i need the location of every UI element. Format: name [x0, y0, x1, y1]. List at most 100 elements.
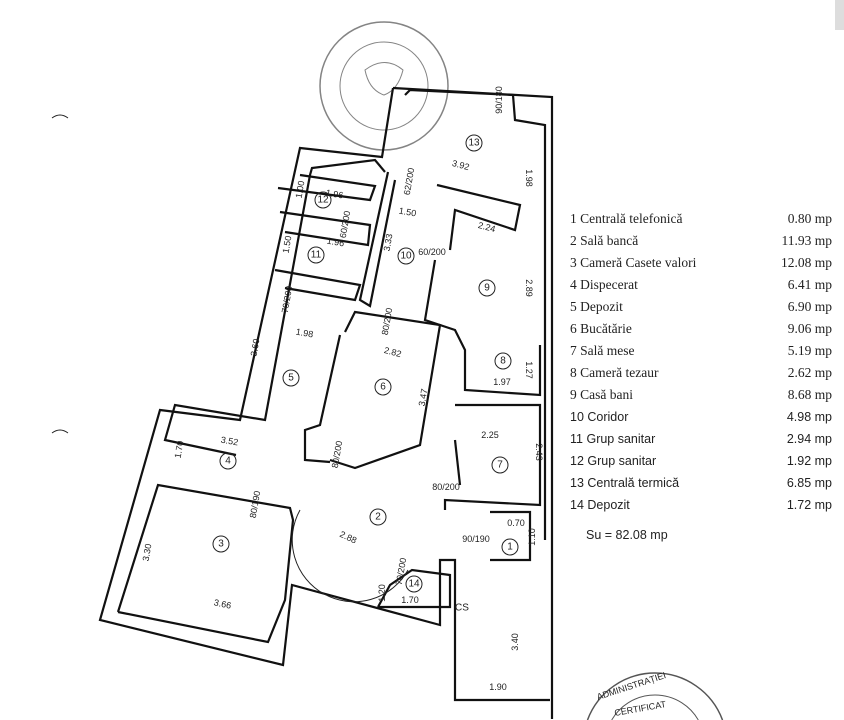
room-circle	[465, 134, 483, 152]
door-label: 80/200	[380, 307, 395, 336]
room-number: 1	[507, 542, 513, 553]
room-area: 12.08 mp	[780, 255, 832, 270]
legend-row: 4 Dispecerat 6.41 mp	[570, 274, 832, 296]
room-name: 6 Bucătărie	[570, 321, 632, 336]
room-circle	[397, 247, 415, 265]
legend-row: 5 Depozit 6.90 mp	[570, 296, 832, 318]
room-circle	[307, 246, 325, 264]
room-area: 4.98 mp	[786, 410, 832, 424]
room-name: 5 Depozit	[570, 299, 623, 314]
dimension-label: 3.66	[213, 597, 232, 610]
dimension-label: 3.33	[382, 233, 395, 252]
room-number: CS	[455, 603, 469, 614]
room-name: 3 Cameră Casete valori	[570, 255, 697, 270]
room-circle	[219, 452, 237, 470]
legend-row: 9 Casă bani 8.68 mp	[570, 384, 832, 406]
room-circle	[478, 279, 496, 297]
room-number: 13	[468, 138, 480, 149]
room-number: 6	[380, 382, 386, 393]
room-name: 2 Sală bancă	[570, 233, 639, 248]
door-label: 90/190	[462, 534, 490, 544]
dimension-label: 2.88	[338, 529, 358, 545]
door-label: 80/190	[248, 490, 263, 519]
stamp-text: ADMINISTRAȚIEI	[596, 670, 668, 702]
room-name: 11 Grup sanitar	[570, 432, 656, 446]
mark	[51, 114, 69, 119]
room-area: 6.41 mp	[787, 277, 832, 292]
mark	[51, 429, 69, 434]
room-number: 11	[311, 250, 322, 261]
dimension-label: 3.60	[249, 338, 262, 357]
room-circle	[405, 575, 423, 593]
room-name: 13 Centrală termică	[570, 476, 680, 490]
room-area: 6.85 mp	[786, 476, 832, 490]
dimension-label: 1.96	[325, 188, 344, 201]
room-area: 2.94 mp	[786, 432, 832, 446]
door-label: 70/200	[394, 557, 409, 586]
room-circle	[282, 369, 300, 387]
room-area: 1.92 mp	[786, 454, 832, 468]
door-label: 70/200	[280, 285, 295, 314]
room-circle	[501, 538, 519, 556]
room-number: 9	[484, 283, 490, 294]
dimension-label: 1.50	[398, 206, 417, 219]
door-label: 60/200	[338, 210, 353, 239]
room-area: 6.90 mp	[787, 299, 832, 314]
room-number: 8	[500, 356, 506, 367]
room-circle	[491, 456, 509, 474]
room-name: 8 Cameră tezaur	[570, 365, 659, 380]
room-number: 5	[288, 373, 294, 384]
stamp-text: CERTIFICAT	[614, 699, 668, 718]
top-seal	[319, 21, 449, 151]
room-number: 10	[400, 251, 412, 262]
room-circle	[212, 535, 230, 553]
dimension-label: 1.00	[294, 180, 307, 199]
total-area: Su = 82.08 mp	[586, 528, 668, 542]
dimension-label: 1.20	[377, 584, 387, 602]
room-area: 11.93 mp	[781, 233, 833, 248]
walls	[98, 86, 554, 719]
dimension-label: 1.10	[527, 528, 537, 546]
door-label: 80/200	[432, 482, 460, 492]
dimension-label: 1.96	[326, 236, 345, 249]
dimension-label: 1.27	[524, 361, 534, 379]
dimension-label: 3.47	[417, 388, 430, 407]
room-name: 4 Dispecerat	[570, 277, 638, 292]
dimension-label: 0.70	[507, 518, 525, 528]
dimension-label: 2.89	[524, 279, 534, 297]
door-label: 90/180	[494, 86, 504, 114]
dimension-label: 2.24	[477, 220, 497, 234]
dimension-label: 2.82	[383, 345, 403, 359]
legend-row: 7 Sală mese 5.19 mp	[570, 340, 832, 362]
room-area: 0.80 mp	[787, 211, 832, 226]
room-circle	[369, 508, 387, 526]
room-number: 7	[497, 460, 503, 471]
door-labels: 90/180 62/200 60/200 60/200 70/200 80/200 80/2…	[248, 86, 504, 586]
room-number: 3	[218, 539, 224, 550]
room-area: 9.06 mp	[787, 321, 832, 336]
room-area: 5.19 mp	[787, 343, 832, 358]
dimension-label: 2.25	[481, 430, 499, 440]
room-name: 7 Sală mese	[570, 343, 635, 358]
legend-row: 13 Centrală termică 6.85 mp	[570, 472, 832, 494]
door-label: 62/200	[402, 167, 417, 196]
room-number: 4	[225, 456, 231, 467]
room-number: 14	[408, 579, 420, 590]
room-circle	[314, 191, 332, 209]
bottom-seal	[586, 672, 724, 720]
door-label: 60/200	[418, 247, 446, 257]
room-circle	[374, 378, 392, 396]
dimension-label: 1.70	[173, 440, 186, 459]
dimension-label: 3.92	[451, 158, 471, 172]
dimension-label: 1.90	[489, 682, 507, 692]
room-name: 9 Casă bani	[570, 387, 633, 402]
room-area: 8.68 mp	[787, 387, 832, 402]
